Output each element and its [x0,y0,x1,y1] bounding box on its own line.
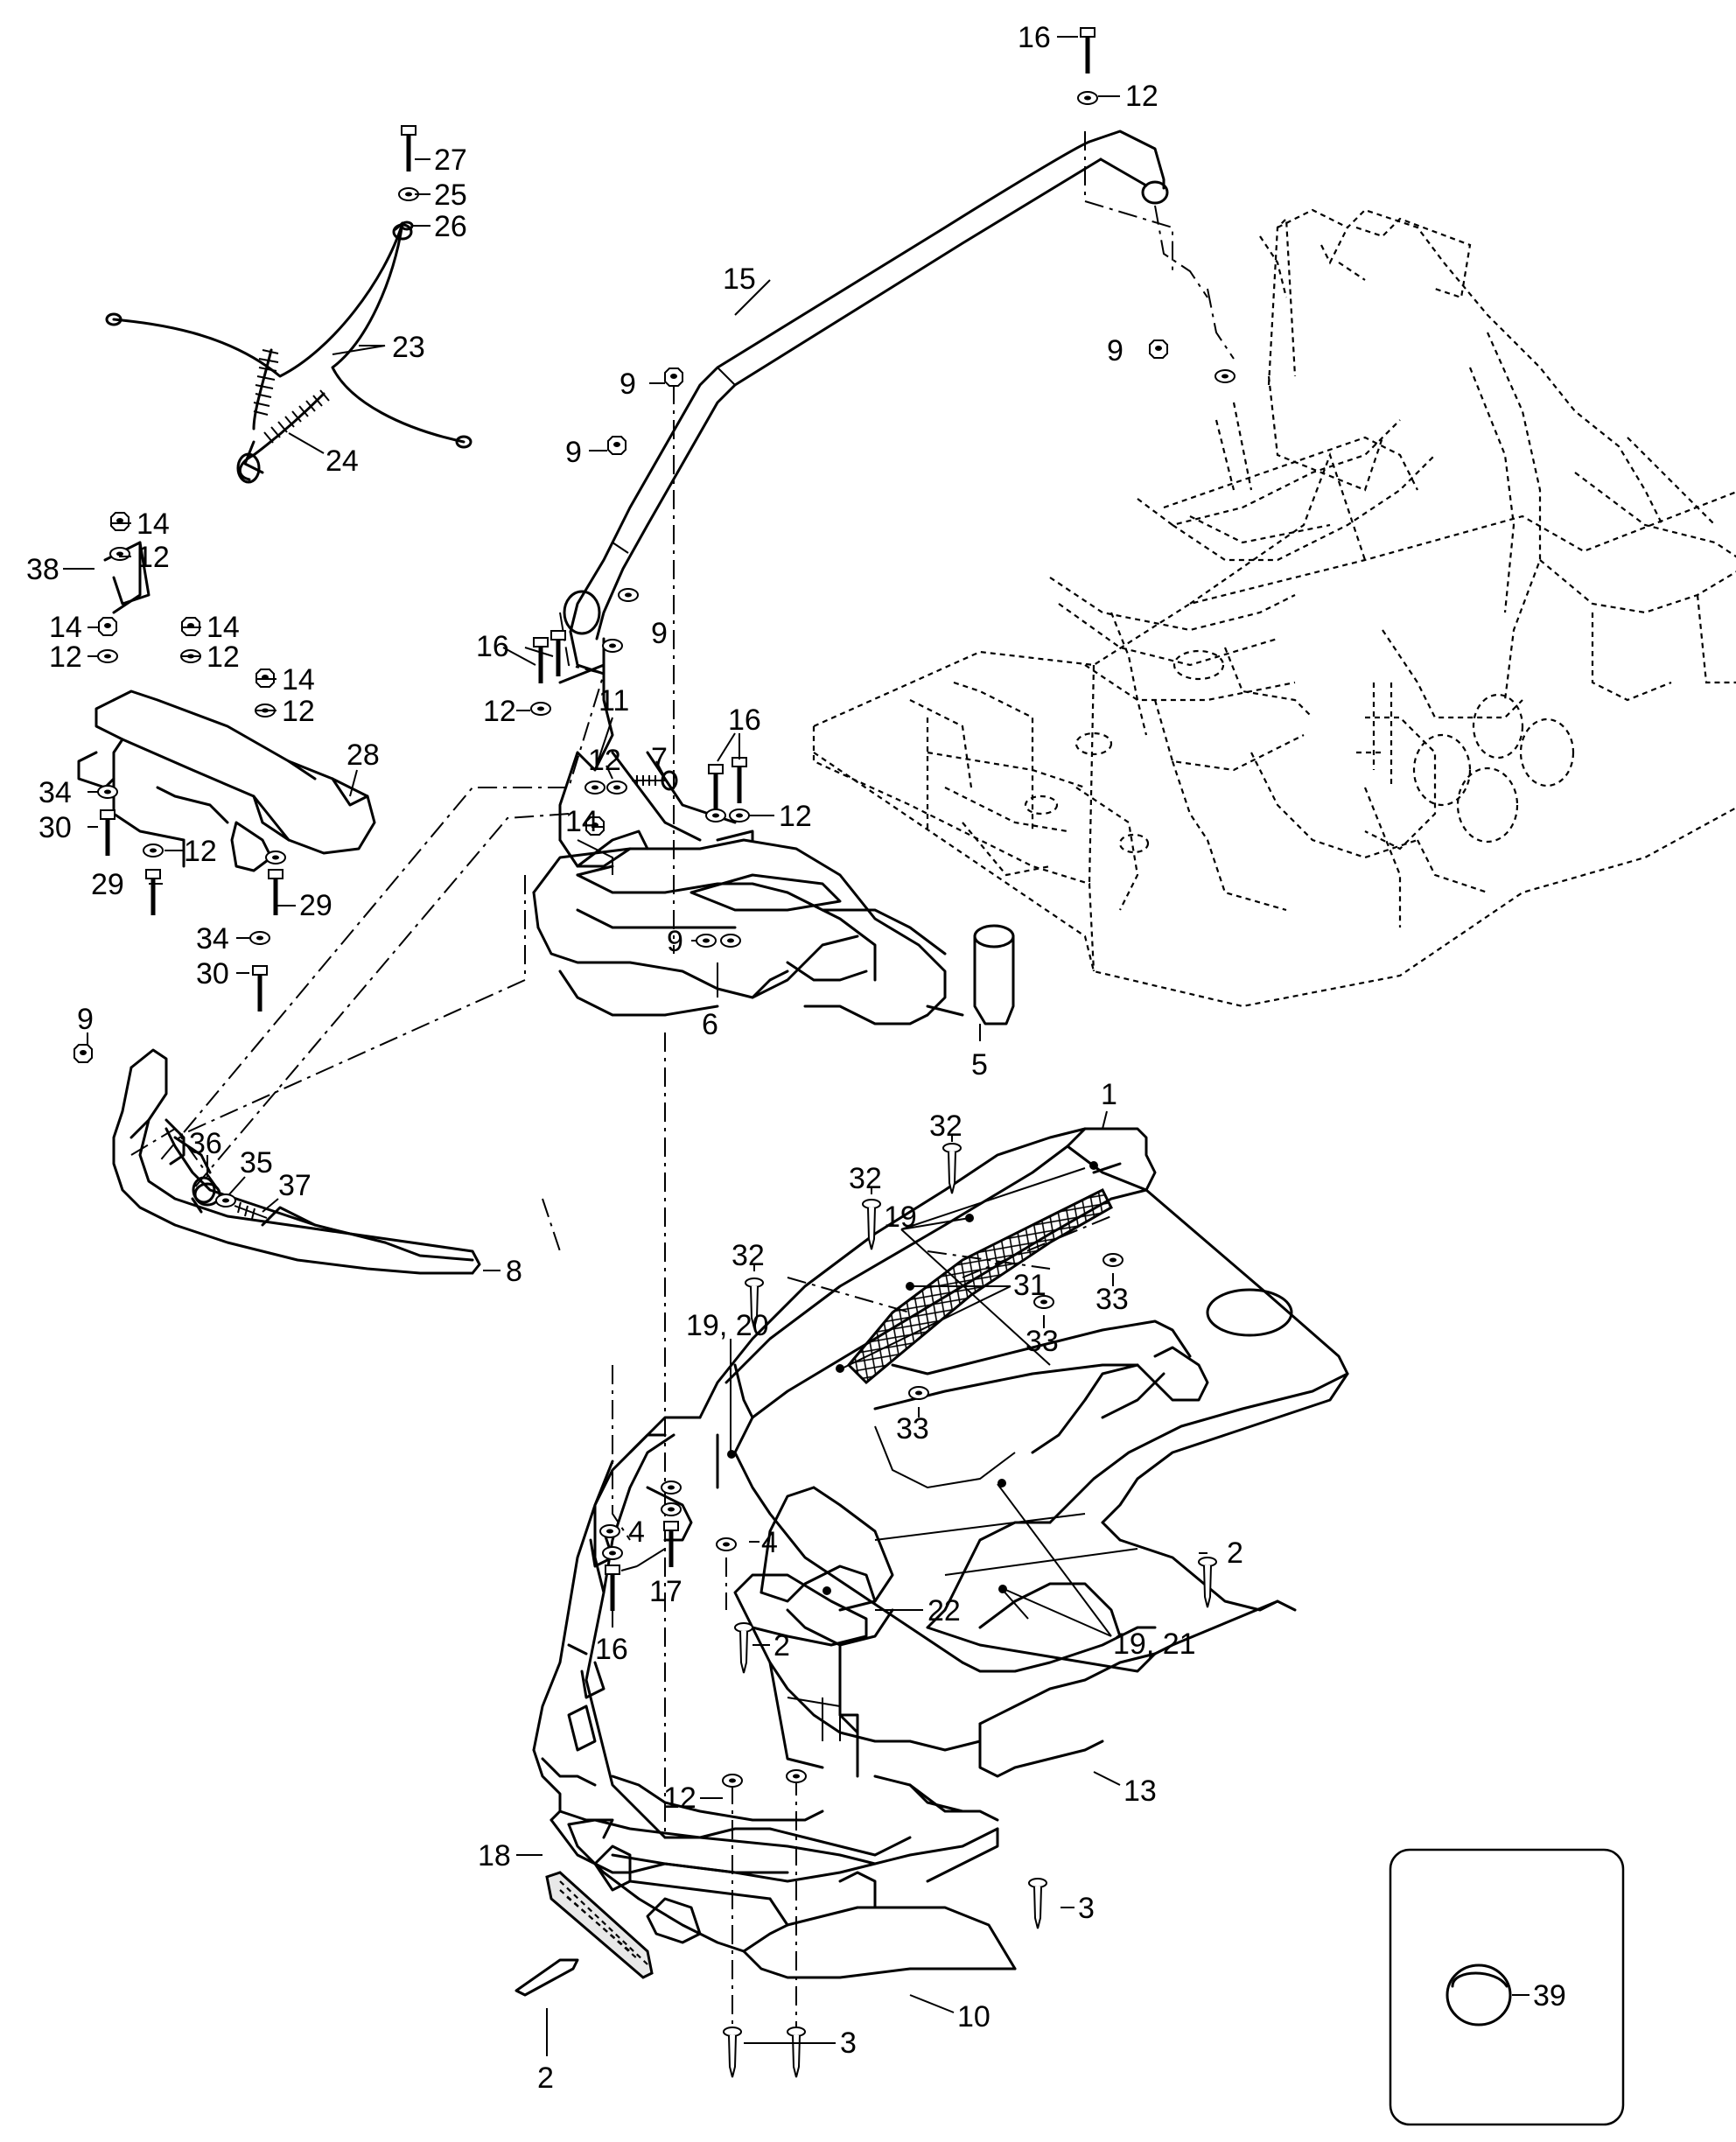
callout-12: 12 [184,835,217,868]
callout-9: 9 [1107,334,1124,368]
callout-29: 29 [91,868,124,901]
callout-34: 34 [38,776,72,809]
callout-33: 33 [1096,1283,1129,1316]
callout-16: 16 [1018,21,1051,54]
lower-panel [908,1626,1157,1813]
callout-4: 4 [628,1516,645,1549]
callout-labels: 16 12 27 25 26 23 24 15 9 9 9 9 14 12 38… [26,21,1566,2095]
inset-box [1389,1848,1625,2126]
skid-plate [567,1818,1017,1979]
callout-29: 29 [299,889,332,922]
callout-13: 13 [1124,1774,1157,1808]
callout-16: 16 [595,1633,628,1666]
callout-34: 34 [196,922,229,956]
callout-27: 27 [434,144,467,177]
callout-12: 12 [483,695,516,728]
fasteners [74,28,1236,2078]
callout-14: 14 [206,611,240,644]
callout-12: 12 [136,541,170,574]
front-bumper-bracket [77,541,376,872]
callout-6: 6 [702,1008,718,1041]
callout-14: 14 [282,663,315,696]
callout-38: 38 [26,553,60,586]
callout-4: 4 [761,1526,778,1559]
callout-12: 12 [49,640,82,674]
callout-15: 15 [723,262,756,296]
callout-30: 30 [196,957,229,990]
vehicle-frame-outline [812,208,1736,1008]
callout-leaders [63,36,1530,2056]
callout-12: 12 [588,744,621,777]
callout-3: 3 [840,2026,857,2060]
callout-37: 37 [278,1169,312,1202]
callout-12: 12 [1125,80,1158,113]
callout-14: 14 [136,508,170,541]
callout-11: 11 [598,684,629,718]
callout-9: 9 [565,436,582,469]
callout-22: 22 [928,1594,961,1628]
callout-32: 32 [929,1110,962,1143]
callout-24: 24 [326,444,359,478]
callout-9: 9 [77,1003,94,1036]
callout-12: 12 [779,800,812,833]
callout-23: 23 [392,331,425,364]
callout-14: 14 [49,611,82,644]
callout-8: 8 [506,1255,522,1288]
callout-30: 30 [38,811,72,844]
callout-2: 2 [537,2062,554,2095]
callout-12: 12 [282,695,315,728]
callout-26: 26 [434,210,467,243]
callout-9: 9 [651,617,668,650]
handlebar-tube [563,130,1169,676]
callout-12: 12 [206,640,240,674]
callout-33: 33 [896,1412,929,1446]
callout-36: 36 [189,1127,222,1160]
callout-1: 1 [1101,1078,1117,1111]
callout-32: 32 [849,1162,882,1195]
vent-grille [545,1871,654,1979]
callout-39: 39 [1533,1979,1566,2012]
callout-25: 25 [434,178,467,212]
callout-10: 10 [957,2000,990,2034]
callout-9: 9 [620,368,636,401]
callout-28: 28 [346,738,380,772]
callout-3: 3 [1078,1892,1095,1925]
front-suspension-frame [532,663,1015,1026]
callout-31: 31 [1013,1269,1046,1302]
callout-19-20: 19, 20 [686,1309,769,1342]
callout-2: 2 [774,1629,790,1662]
callout-12: 12 [663,1782,696,1815]
callout-16: 16 [476,630,509,663]
callout-33: 33 [1026,1325,1059,1358]
callout-2: 2 [1227,1536,1243,1570]
callout-16: 16 [728,704,761,737]
callout-14: 14 [565,805,598,838]
callout-7: 7 [651,742,668,775]
spring-cable-assembly [105,220,472,484]
callout-18: 18 [478,1839,511,1872]
hood-body [532,1127,1349,1883]
callout-19: 19 [884,1200,917,1234]
callout-19-21: 19, 21 [1113,1628,1196,1661]
callout-17: 17 [649,1575,682,1608]
assembly-lines [130,131,1235,2074]
callout-9: 9 [667,925,683,958]
callout-32: 32 [732,1239,765,1272]
callout-5: 5 [971,1048,988,1082]
callout-35: 35 [240,1146,273,1180]
